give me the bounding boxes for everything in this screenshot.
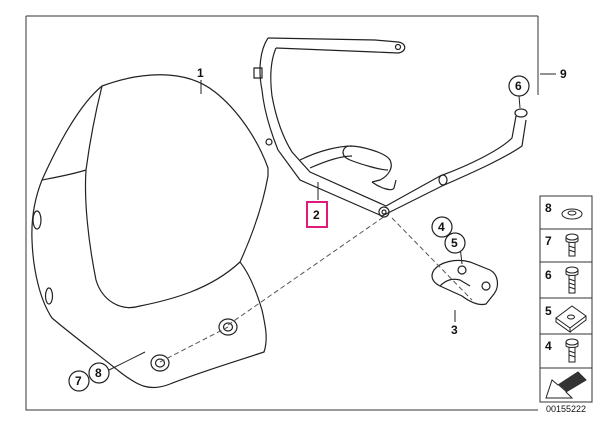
leader-line-3-axis — [391, 217, 473, 301]
washer-icon — [561, 208, 583, 220]
callout-7[interactable]: 7 — [68, 370, 90, 392]
axis-line — [227, 215, 386, 326]
screw-icon — [565, 266, 579, 294]
svg-text:7: 7 — [75, 374, 82, 388]
callout-2: 2 — [313, 208, 320, 222]
svg-text:4: 4 — [438, 220, 445, 234]
callout-1: 1 — [197, 66, 204, 80]
leader-line-8 — [108, 351, 146, 371]
legend-number-6: 6 — [545, 268, 552, 282]
callout-6[interactable]: 6 — [508, 75, 530, 97]
legend-number-5: 5 — [545, 304, 552, 318]
callout-5[interactable]: 5 — [444, 232, 466, 254]
axis-line-2 — [159, 326, 229, 363]
svg-text:6: 6 — [515, 79, 522, 93]
callout-9: 9 — [560, 67, 567, 81]
clip-nut-icon — [555, 305, 587, 333]
svg-text:8: 8 — [95, 366, 102, 380]
bracket-part[interactable] — [253, 37, 528, 218]
windshield-part[interactable] — [31, 74, 269, 389]
svg-text:5: 5 — [451, 236, 458, 250]
parts-legend — [539, 195, 593, 403]
direction-arrow-icon — [545, 371, 587, 399]
callout-2-highlight[interactable] — [306, 201, 328, 228]
screw-icon — [565, 338, 579, 363]
legend-number-7: 7 — [545, 234, 552, 248]
diagram-frame — [25, 15, 539, 411]
clamp-part[interactable] — [431, 259, 499, 306]
legend-number-8: 8 — [545, 201, 552, 215]
screw-icon — [565, 233, 579, 257]
leader-line-6 — [518, 95, 521, 109]
legend-number-4: 4 — [545, 339, 552, 353]
callout-8[interactable]: 8 — [88, 362, 110, 384]
callout-4[interactable]: 4 — [431, 216, 453, 238]
diagram-id: 00155222 — [546, 404, 586, 414]
callout-3: 3 — [451, 323, 458, 337]
